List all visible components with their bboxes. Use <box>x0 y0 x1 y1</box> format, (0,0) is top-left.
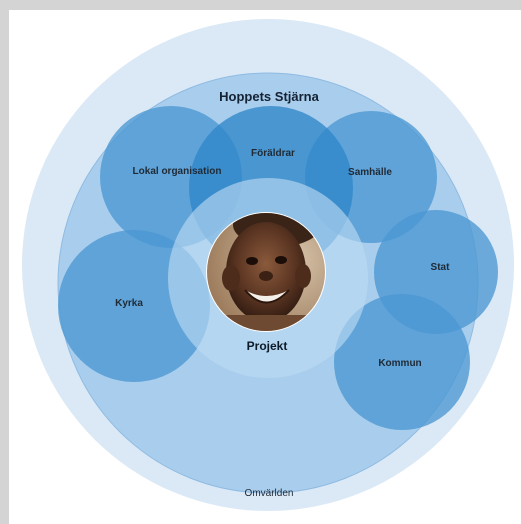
bubble-kommun <box>334 294 470 430</box>
label-kommun: Kommun <box>378 358 421 369</box>
label-samhalle: Samhälle <box>348 167 392 178</box>
diagram-canvas: Hoppets Stjärna Lokal organisation Föräl… <box>9 10 521 524</box>
diagram-title: Hoppets Stjärna <box>219 89 319 104</box>
label-omvarlden: Omvärlden <box>245 488 294 499</box>
label-kyrka: Kyrka <box>115 298 143 309</box>
label-foraldrar: Föräldrar <box>251 148 295 159</box>
label-projekt: Projekt <box>247 339 288 353</box>
label-lokal-organisation: Lokal organisation <box>133 166 222 177</box>
label-stat: Stat <box>431 262 451 273</box>
venn-diagram: Hoppets Stjärna Lokal organisation Föräl… <box>22 19 514 511</box>
